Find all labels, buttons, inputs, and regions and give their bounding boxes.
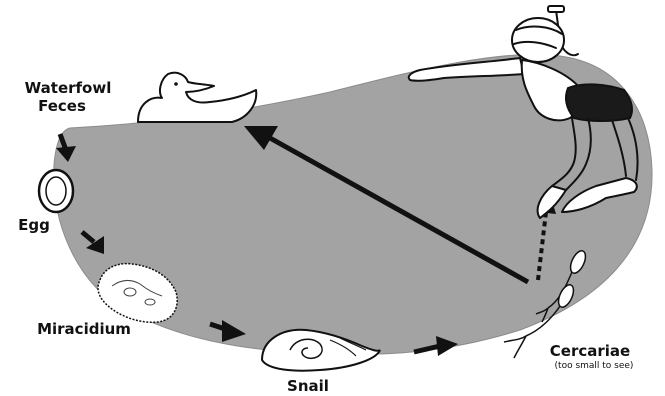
label-feces: Feces xyxy=(38,97,86,115)
egg-icon xyxy=(39,170,73,212)
duck-icon xyxy=(138,73,256,122)
label-egg: Egg xyxy=(18,216,50,234)
label-snail: Snail xyxy=(287,377,329,395)
label-cercariae: Cercariae xyxy=(550,342,630,360)
label-waterfowl: Waterfowl xyxy=(25,79,112,97)
label-miracidium: Miracidium xyxy=(37,320,131,338)
label-cercariae-note: (too small to see) xyxy=(555,361,634,371)
